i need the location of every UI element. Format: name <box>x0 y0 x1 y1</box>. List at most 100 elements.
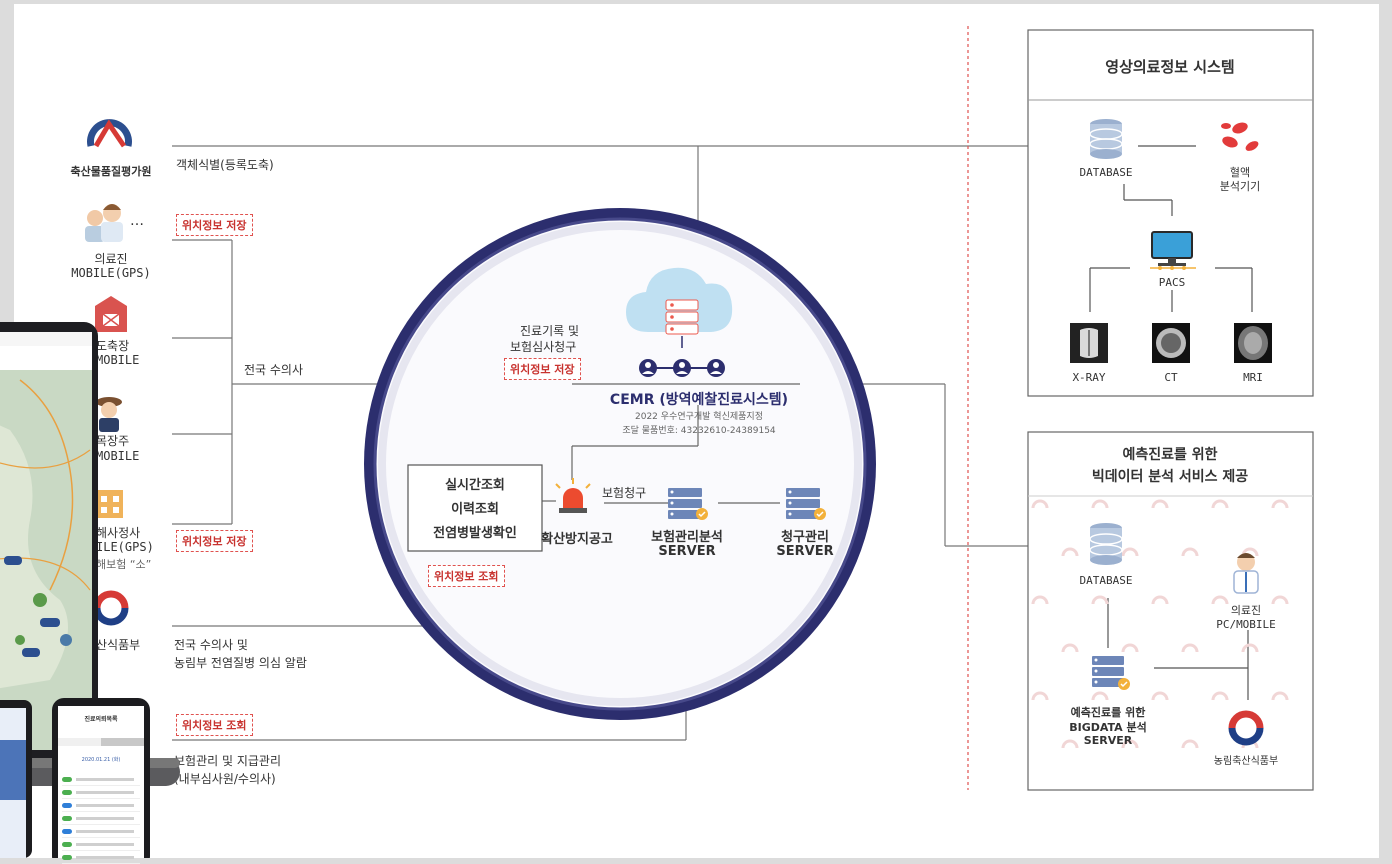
watermark-mark <box>1031 499 1049 509</box>
ministry-label-right: 농림축산식품부 <box>1213 756 1279 767</box>
cemr-title: CEMR (방역예찰진료시스템) <box>609 392 789 408</box>
bigdata-line1: 예측진료를 위한 <box>1070 706 1146 719</box>
watermark-mark <box>1061 643 1079 653</box>
watermark-mark <box>1091 499 1109 509</box>
assess-note: 해보험 “소” <box>96 558 152 571</box>
phone-list-badge <box>62 816 72 821</box>
phone-list-row[interactable] <box>62 789 140 799</box>
nationwide-vets-text: 전국 수의사 <box>244 363 304 377</box>
phone-list-text <box>76 843 134 846</box>
farm-label: 도축장 <box>96 339 130 353</box>
assess-label: 해사정사 <box>96 526 141 540</box>
bigdata-title-line1: 예측진료를 위한 <box>1122 447 1218 463</box>
records-line2: 보험심사청구 <box>510 340 577 354</box>
xray-label: X-RAY <box>1072 371 1106 384</box>
query-line-1: 실시간조회 <box>445 478 505 493</box>
tag-location-query-center: 위치정보 조회 <box>428 565 505 587</box>
query-line-2: 이력조회 <box>451 502 499 517</box>
insurance-line1: 보험관리 및 지급관리 <box>174 754 281 768</box>
watermark-mark <box>1031 691 1049 701</box>
tag-location-save-1: 위치정보 저장 <box>176 214 253 236</box>
assess-sub: ILE(GPS) <box>96 540 154 554</box>
watermark-mark <box>1181 547 1199 557</box>
phone-list-row[interactable] <box>62 802 140 812</box>
vet-label: 의료진 <box>94 252 128 266</box>
pacs-panel-title: 영상의료정보 시스템 <box>1105 58 1235 76</box>
bigdata-line2: BIGDATA 분석 <box>1069 721 1147 734</box>
cemr-sub2: 조달 물품번호: 43232610-24389154 <box>622 426 776 436</box>
server2-line1: 청구관리 <box>781 530 829 545</box>
phone-list-row[interactable] <box>62 828 140 838</box>
owner-label: 목장주 <box>96 434 130 448</box>
tag-location-query-1: 위치정보 조회 <box>176 714 253 736</box>
owner-sub: MOBILE <box>96 449 140 463</box>
watermark-mark <box>1031 595 1049 605</box>
mri-label: MRI <box>1243 371 1263 384</box>
watermark-mark <box>1151 499 1169 509</box>
pacs-label: PACS <box>1158 276 1186 289</box>
phone-date: 2020.01.21 (화) <box>81 757 121 763</box>
phone-list-text <box>76 791 134 794</box>
org-label: 축산물품질평가원 <box>70 165 152 178</box>
phone-list-badge <box>62 803 72 808</box>
server1-line2: SERVER <box>658 544 716 559</box>
ct-label: CT <box>1164 371 1178 384</box>
insurance-line2: (내부심사원/수의사) <box>174 772 276 786</box>
phone-list-row[interactable] <box>62 776 140 786</box>
doctor-line1: 의료진 <box>1230 604 1262 617</box>
server2-line2: SERVER <box>776 544 834 559</box>
vet-sub: MOBILE(GPS) <box>71 266 151 280</box>
database-label-top: DATABASE <box>1079 166 1133 179</box>
farm-sub: MOBILE <box>96 353 140 367</box>
blood-line2: 분석기기 <box>1219 180 1261 193</box>
phone-list-text <box>76 830 134 833</box>
watermark-mark <box>1151 595 1169 605</box>
ministry-label-left: 산식품부 <box>96 638 141 652</box>
watermark-mark <box>1271 499 1289 509</box>
phone-list-badge <box>62 777 72 782</box>
watermark-mark <box>1151 691 1169 701</box>
phone-list-text <box>76 817 134 820</box>
watermark-mark <box>1091 691 1109 701</box>
watermark-mark <box>1211 691 1229 701</box>
doctor-line2: PC/MOBILE <box>1216 618 1276 631</box>
watermark-mark <box>1091 595 1109 605</box>
phone-list-badge <box>62 790 72 795</box>
phone-list-row[interactable] <box>62 841 140 851</box>
watermark-mark <box>1121 643 1139 653</box>
phone-list-text <box>76 778 134 781</box>
bigdata-line3: SERVER <box>1083 734 1133 747</box>
watermark-mark <box>1181 643 1199 653</box>
phone-list-badge <box>62 842 72 847</box>
phone-list-row[interactable] <box>62 815 140 825</box>
cemr-sub1: 2022 우수연구개발 혁신제품지정 <box>635 412 763 422</box>
tag-location-save-2: 위치정보 저장 <box>176 530 253 552</box>
watermark-mark <box>1271 691 1289 701</box>
watermark-mark <box>1211 595 1229 605</box>
alert-line1: 전국 수의사 및 <box>174 638 248 652</box>
id-register-text: 객체식별(등록도축) <box>176 158 274 172</box>
tag-location-save-center: 위치정보 저장 <box>504 358 581 380</box>
bigdata-title-line2: 빅데이터 분석 서비스 제공 <box>1091 469 1249 485</box>
claim-label: 보험청구 <box>602 486 647 500</box>
watermark-mark <box>1061 739 1079 749</box>
database-label-bottom: DATABASE <box>1079 574 1133 587</box>
watermark-mark <box>1061 547 1079 557</box>
